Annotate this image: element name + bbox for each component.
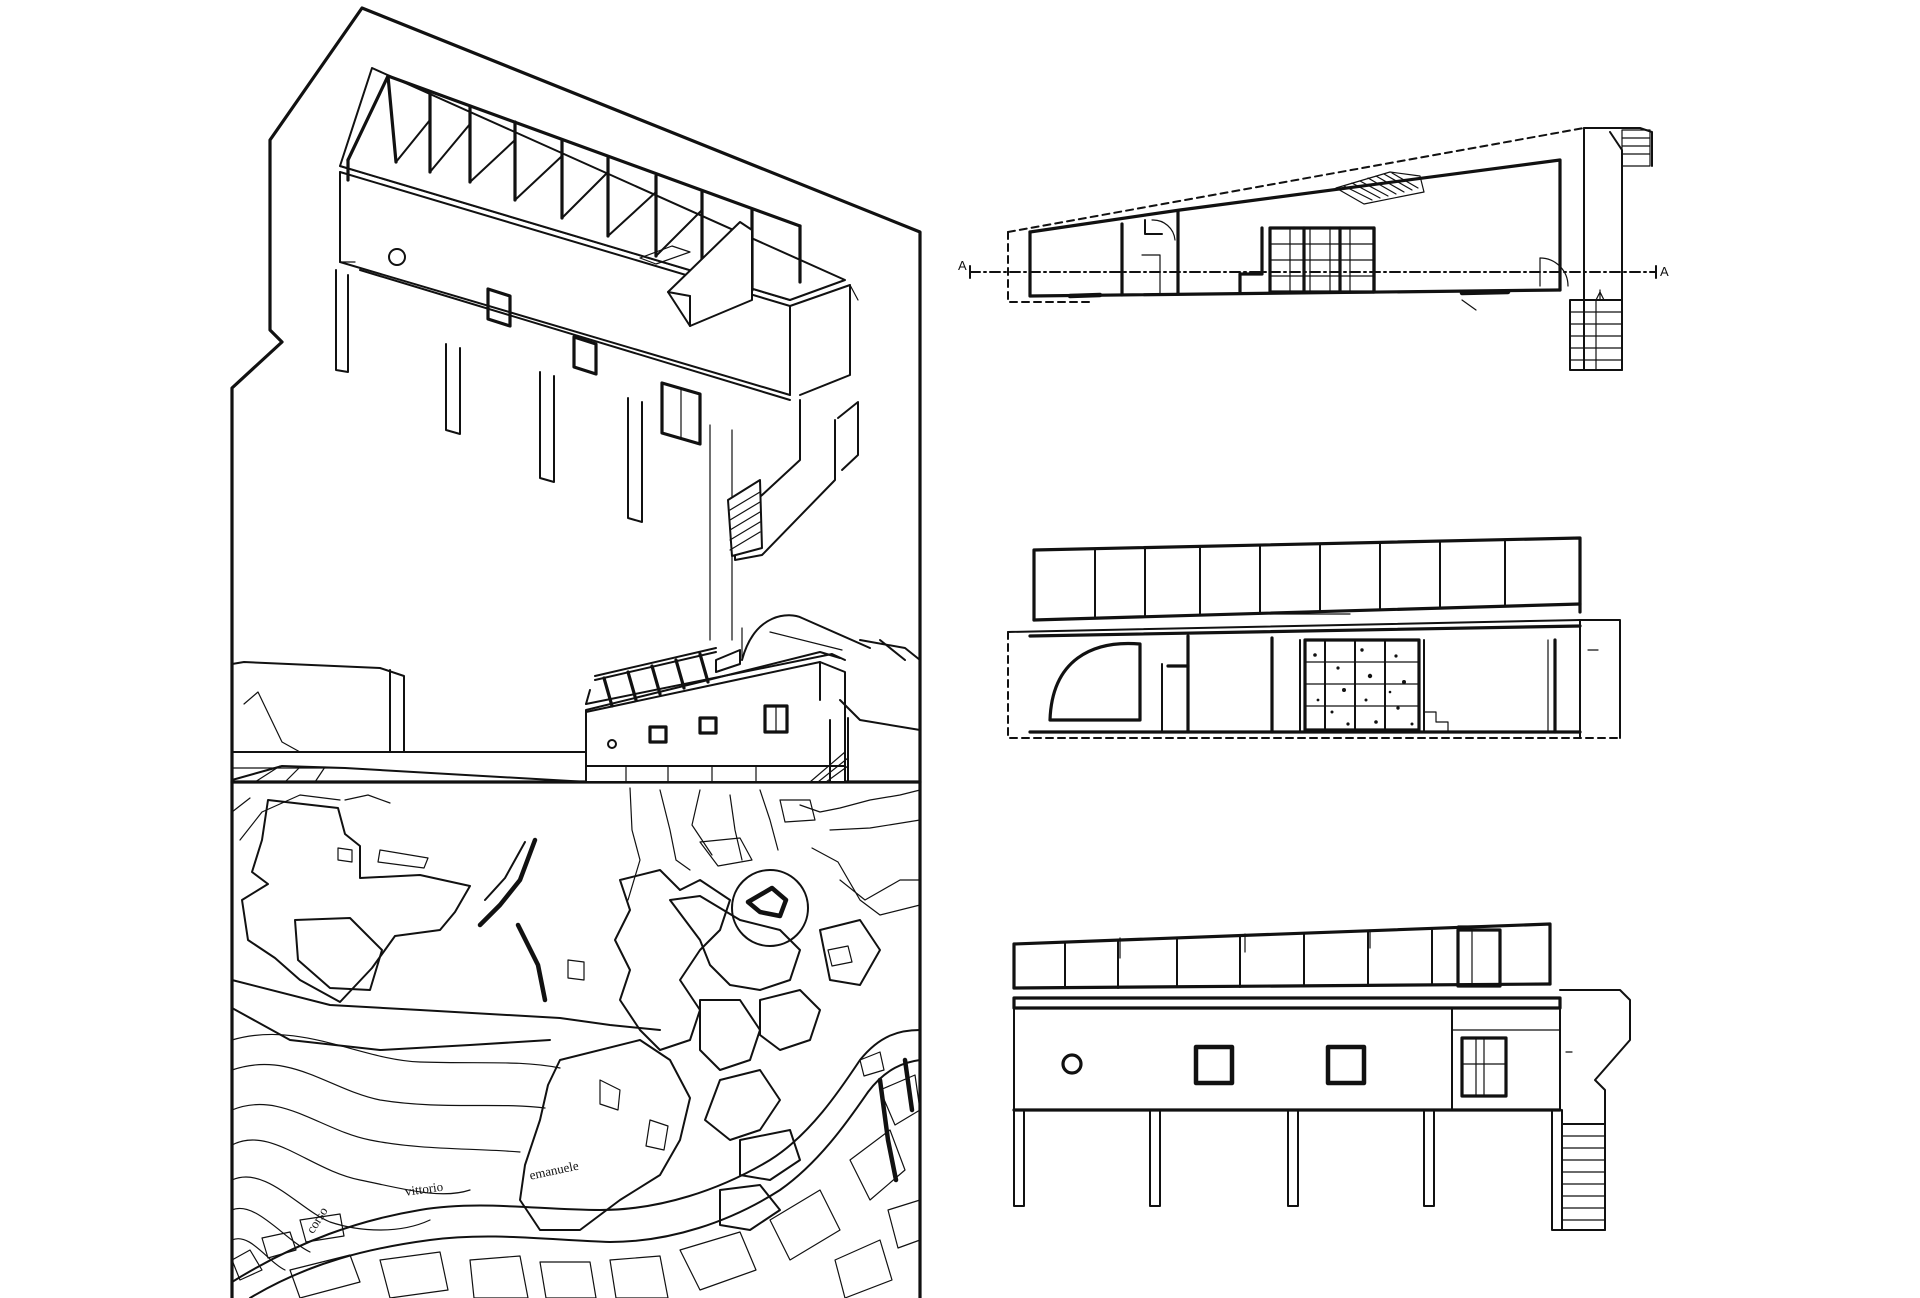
piloti-column — [445, 343, 461, 435]
floor-plan — [969, 127, 1657, 371]
map-building — [519, 1039, 691, 1231]
site-location-circle — [731, 869, 809, 947]
longitudinal-section — [1007, 536, 1621, 739]
porthole-window — [1061, 1053, 1083, 1075]
street-corso-vittorio-emanuele — [231, 1029, 921, 1283]
square-window — [486, 287, 512, 328]
skylight — [639, 245, 691, 265]
square-window — [648, 725, 668, 744]
site-map — [231, 787, 921, 1298]
section-mark-left: A — [958, 258, 967, 273]
piloti-column — [539, 371, 555, 483]
square-window — [1325, 1044, 1367, 1086]
map-building — [241, 799, 471, 1003]
front-elevation — [1012, 922, 1631, 1231]
piloti-column — [627, 397, 643, 523]
porthole-window — [607, 739, 617, 749]
square-window — [698, 716, 718, 735]
perspective-view — [231, 614, 921, 783]
square-window — [572, 335, 598, 376]
section-mark-right: A — [1660, 264, 1669, 279]
axonometric-view — [335, 67, 859, 641]
plan-skylight — [1335, 171, 1425, 205]
porthole-window — [388, 248, 406, 266]
square-window — [1193, 1044, 1235, 1086]
french-window — [660, 381, 702, 446]
elevation-stair — [1561, 1123, 1606, 1231]
exterior-stair — [727, 479, 763, 557]
section-stone-panels — [1303, 638, 1421, 732]
